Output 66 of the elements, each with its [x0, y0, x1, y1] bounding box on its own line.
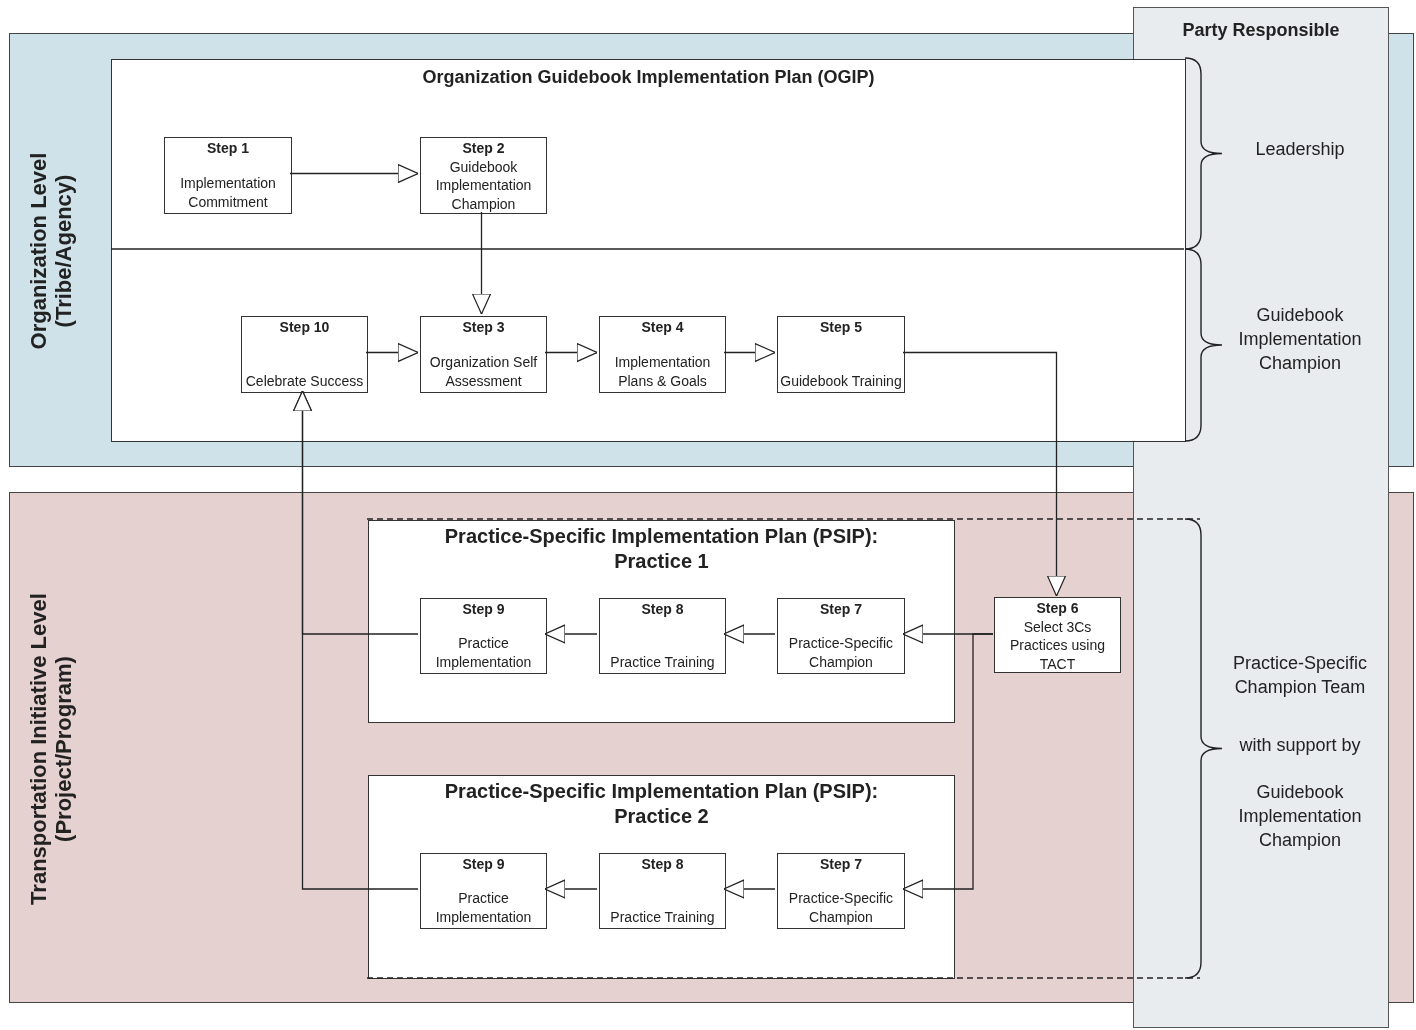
step-box	[420, 853, 547, 929]
step-box	[777, 598, 905, 674]
step-box	[599, 316, 726, 393]
level-title: Organization Level (Tribe/Agency)	[26, 151, 76, 352]
arrow	[723, 879, 776, 899]
step-description: Celebrate Success	[245, 371, 364, 390]
party-name: Guidebook Implementation Champion	[1237, 304, 1363, 375]
step-box	[599, 853, 726, 929]
step-number: Step 8	[641, 855, 684, 874]
step-description: Practice Implementation	[434, 889, 533, 926]
step-number: Step 6	[1036, 599, 1079, 618]
step-description: Practice Implementation	[434, 634, 533, 671]
arrow	[723, 624, 776, 644]
step-box	[420, 316, 547, 393]
arrow	[723, 342, 776, 363]
step-description: Practice Training	[610, 907, 715, 926]
column-heading: Party Responsible	[1181, 19, 1341, 42]
step-box	[777, 853, 905, 929]
step-box	[241, 316, 368, 393]
plan-title: Organization Guidebook Implementation Plan (OGIP)	[421, 66, 876, 89]
arrow	[902, 633, 994, 899]
responsibility-column	[1133, 7, 1389, 1028]
party-name: Leadership	[1254, 138, 1346, 161]
step-number: Step 4	[641, 318, 684, 337]
arrow	[471, 211, 492, 315]
step-description: Implementation Plans & Goals	[613, 353, 712, 390]
party-name: Practice-Specific Champion Team	[1231, 652, 1368, 699]
plan-panel	[368, 520, 955, 723]
step-number: Step 1	[207, 139, 249, 158]
arrow	[289, 163, 419, 184]
step-description: Organization Self Assessment	[428, 353, 539, 390]
step-number: Step 2	[462, 139, 505, 158]
arrow	[544, 342, 598, 363]
step-description: Practice Training	[610, 652, 715, 671]
level-title: Transportation Initiative Level (Project/Program)	[26, 592, 76, 907]
step-description: Practice-Specific Champion	[787, 889, 895, 926]
step-description: Practice-Specific Champion	[787, 634, 895, 671]
step-number: Step 7	[820, 600, 862, 619]
step-number: Step 3	[462, 318, 505, 337]
step-number: Step 5	[820, 318, 862, 337]
step-number: Step 7	[820, 855, 862, 874]
plan-title: Practice-Specific Implementation Plan (PSIP): Practice 2	[443, 779, 880, 829]
arrow	[365, 342, 419, 363]
step-description: Select 3Cs Practices using TACT	[1009, 617, 1106, 673]
arrow	[544, 624, 598, 644]
step-number: Step 9	[462, 600, 505, 619]
step-box	[420, 137, 547, 214]
step-box	[994, 597, 1121, 673]
step-description: Guidebook Implementation Champion	[434, 157, 533, 213]
step-number: Step 9	[462, 855, 505, 874]
step-number: Step 10	[279, 318, 330, 337]
arrow	[292, 390, 419, 890]
step-box	[420, 598, 547, 674]
party-name: Guidebook Implementation Champion	[1237, 781, 1363, 852]
plan-title: Practice-Specific Implementation Plan (PSIP): Practice 1	[443, 524, 880, 574]
step-number: Step 8	[641, 600, 684, 619]
plan-panel	[368, 775, 955, 979]
party-name: with support by	[1238, 734, 1362, 757]
step-box	[599, 598, 726, 674]
arrow	[902, 351, 1067, 597]
plan-panel	[111, 59, 1186, 442]
step-box	[164, 137, 292, 214]
step-description: Guidebook Training	[780, 371, 902, 390]
arrow	[544, 879, 598, 899]
step-box	[777, 316, 905, 393]
step-description: Implementation Commitment	[179, 174, 277, 211]
